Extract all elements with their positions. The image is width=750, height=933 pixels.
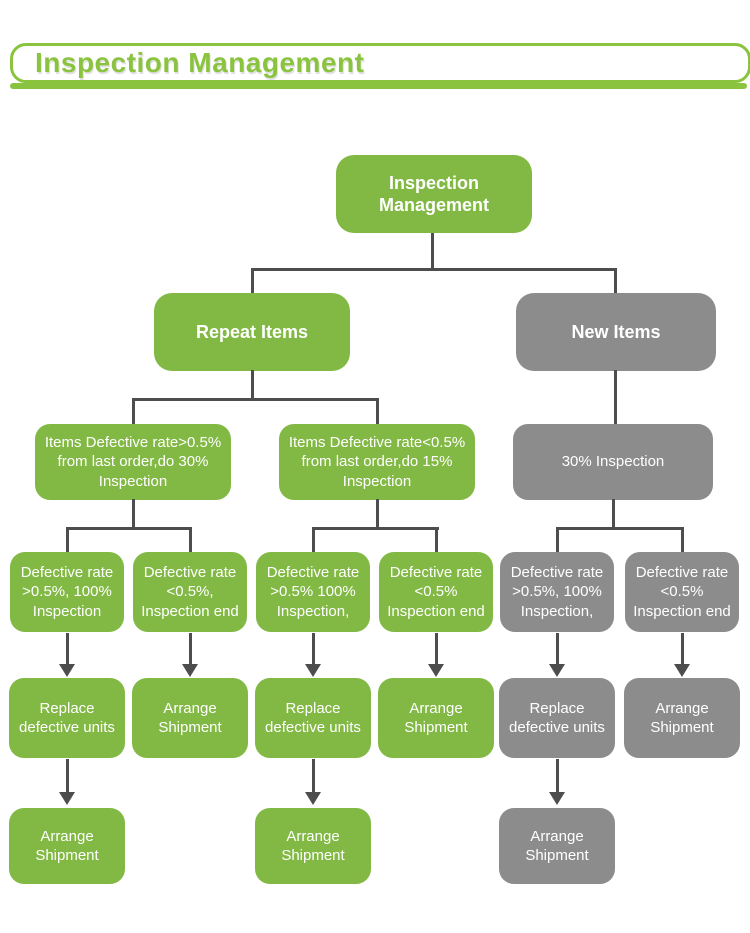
- node-label: Arrange Shipment: [35, 827, 99, 864]
- node-label: Replace defective units: [19, 699, 115, 736]
- arrowhead-down-icon: [549, 664, 565, 677]
- connector-line: [614, 268, 617, 294]
- connector-line: [66, 527, 192, 530]
- node-label: Inspection Management: [378, 172, 490, 216]
- connector-line: [376, 499, 379, 529]
- node-outcome-new-high: Defective rate >0.5%, 100% Inspection,: [500, 552, 614, 632]
- arrowhead-down-icon: [305, 664, 321, 677]
- node-replace-defective-units-1: Replace defective units: [9, 678, 125, 758]
- connector-line: [376, 398, 379, 425]
- node-replace-defective-units-3: Replace defective units: [499, 678, 615, 758]
- connector-line: [132, 398, 379, 401]
- connector-line: [435, 633, 438, 665]
- connector-line: [66, 759, 69, 793]
- node-final-arrange-shipment-1: Arrange Shipment: [9, 808, 125, 884]
- node-label: Items Defective rate<0.5% from last orde…: [288, 434, 466, 490]
- connector-line: [614, 370, 617, 425]
- node-outcome-repeat15-high: Defective rate >0.5% 100% Inspection,: [256, 552, 370, 632]
- connector-line: [189, 527, 192, 553]
- node-label: Replace defective units: [265, 699, 361, 736]
- connector-line: [556, 527, 683, 530]
- node-arrange-shipment-1: Arrange Shipment: [132, 678, 248, 758]
- connector-line: [312, 633, 315, 665]
- node-label: 30% Inspection: [561, 453, 665, 471]
- arrowhead-down-icon: [549, 792, 565, 805]
- node-outcome-repeat15-low: Defective rate <0.5% Inspection end: [379, 552, 493, 632]
- node-label: Defective rate <0.5%, Inspection end: [141, 564, 239, 620]
- connector-line: [66, 527, 69, 553]
- node-outcome-new-low: Defective rate <0.5% Inspection end: [625, 552, 739, 632]
- connector-line: [556, 527, 559, 553]
- connector-line: [435, 527, 438, 553]
- node-outcome-repeat30-low: Defective rate <0.5%, Inspection end: [133, 552, 247, 632]
- node-arrange-shipment-3: Arrange Shipment: [624, 678, 740, 758]
- node-repeat-low-defect-rate: Items Defective rate<0.5% from last orde…: [279, 424, 475, 500]
- connector-line: [612, 499, 615, 529]
- connector-line: [431, 233, 434, 269]
- arrowhead-down-icon: [428, 664, 444, 677]
- node-label: Defective rate <0.5% Inspection end: [633, 564, 731, 620]
- node-label: Items Defective rate>0.5% from last orde…: [44, 434, 222, 490]
- header-underline: [10, 83, 747, 89]
- node-outcome-repeat30-high: Defective rate >0.5%, 100% Inspection: [10, 552, 124, 632]
- connector-line: [556, 633, 559, 665]
- connector-line: [312, 527, 439, 530]
- node-label: Repeat Items: [195, 321, 309, 342]
- connector-line: [251, 268, 617, 271]
- node-repeat-high-defect-rate: Items Defective rate>0.5% from last orde…: [35, 424, 231, 500]
- arrowhead-down-icon: [59, 664, 75, 677]
- connector-line: [189, 633, 192, 665]
- node-final-arrange-shipment-3: Arrange Shipment: [499, 808, 615, 884]
- arrowhead-down-icon: [59, 792, 75, 805]
- node-label: Defective rate >0.5% 100% Inspection,: [266, 564, 360, 620]
- node-label: Replace defective units: [509, 699, 605, 736]
- node-new-items: New Items: [516, 293, 716, 371]
- node-inspection-management: Inspection Management: [336, 155, 532, 233]
- connector-line: [66, 633, 69, 665]
- node-label: Arrange Shipment: [158, 699, 222, 736]
- page-title-box: Inspection Management: [10, 43, 750, 83]
- connector-line: [556, 759, 559, 793]
- page-title: Inspection Management: [35, 47, 365, 78]
- node-new-items-30pct-inspection: 30% Inspection: [513, 424, 713, 500]
- connector-line: [251, 370, 254, 400]
- connector-line: [132, 499, 135, 529]
- node-label: Arrange Shipment: [650, 699, 714, 736]
- arrowhead-down-icon: [674, 664, 690, 677]
- arrowhead-down-icon: [182, 664, 198, 677]
- node-label: Defective rate >0.5%, 100% Inspection: [20, 564, 114, 620]
- connector-line: [132, 398, 135, 425]
- node-replace-defective-units-2: Replace defective units: [255, 678, 371, 758]
- connector-line: [251, 268, 254, 294]
- node-label: Arrange Shipment: [404, 699, 468, 736]
- arrowhead-down-icon: [305, 792, 321, 805]
- connector-line: [312, 527, 315, 553]
- connector-line: [681, 633, 684, 665]
- node-repeat-items: Repeat Items: [154, 293, 350, 371]
- node-label: Arrange Shipment: [281, 827, 345, 864]
- node-label: Arrange Shipment: [525, 827, 589, 864]
- connector-line: [312, 759, 315, 793]
- node-label: Defective rate <0.5% Inspection end: [387, 564, 485, 620]
- node-arrange-shipment-2: Arrange Shipment: [378, 678, 494, 758]
- node-label: Defective rate >0.5%, 100% Inspection,: [510, 564, 604, 620]
- connector-line: [681, 527, 684, 553]
- node-label: New Items: [571, 321, 661, 342]
- node-final-arrange-shipment-2: Arrange Shipment: [255, 808, 371, 884]
